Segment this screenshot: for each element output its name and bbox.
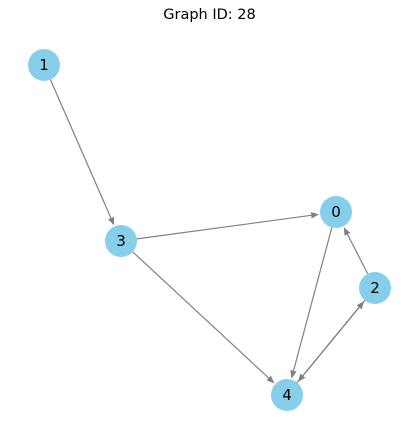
edge-2-to-0	[346, 233, 369, 275]
node-3	[105, 225, 137, 257]
edge-4-to-2	[296, 306, 360, 384]
arrowhead-1-to-3	[108, 216, 115, 226]
arrowhead-4-to-2	[356, 301, 365, 310]
node-4	[271, 379, 303, 411]
edge-1-to-3	[49, 79, 112, 219]
arrowhead-2-to-0	[343, 227, 351, 236]
arrowhead-0-to-4	[290, 370, 297, 379]
node-label-2: 2	[370, 279, 380, 297]
edge-3-to-0	[136, 214, 312, 240]
arrowhead-3-to-0	[310, 212, 320, 219]
node-1	[28, 49, 60, 81]
arrowhead-3-to-4	[266, 375, 275, 384]
node-label-0: 0	[331, 203, 341, 221]
edge-0-to-4	[292, 227, 333, 372]
edge-3-to-4	[132, 251, 270, 379]
graph-title: Graph ID: 28	[163, 7, 256, 23]
node-2	[359, 272, 391, 304]
node-0	[320, 196, 352, 228]
node-label-4: 4	[282, 386, 292, 404]
node-label-3: 3	[116, 232, 126, 250]
node-label-1: 1	[39, 56, 49, 74]
